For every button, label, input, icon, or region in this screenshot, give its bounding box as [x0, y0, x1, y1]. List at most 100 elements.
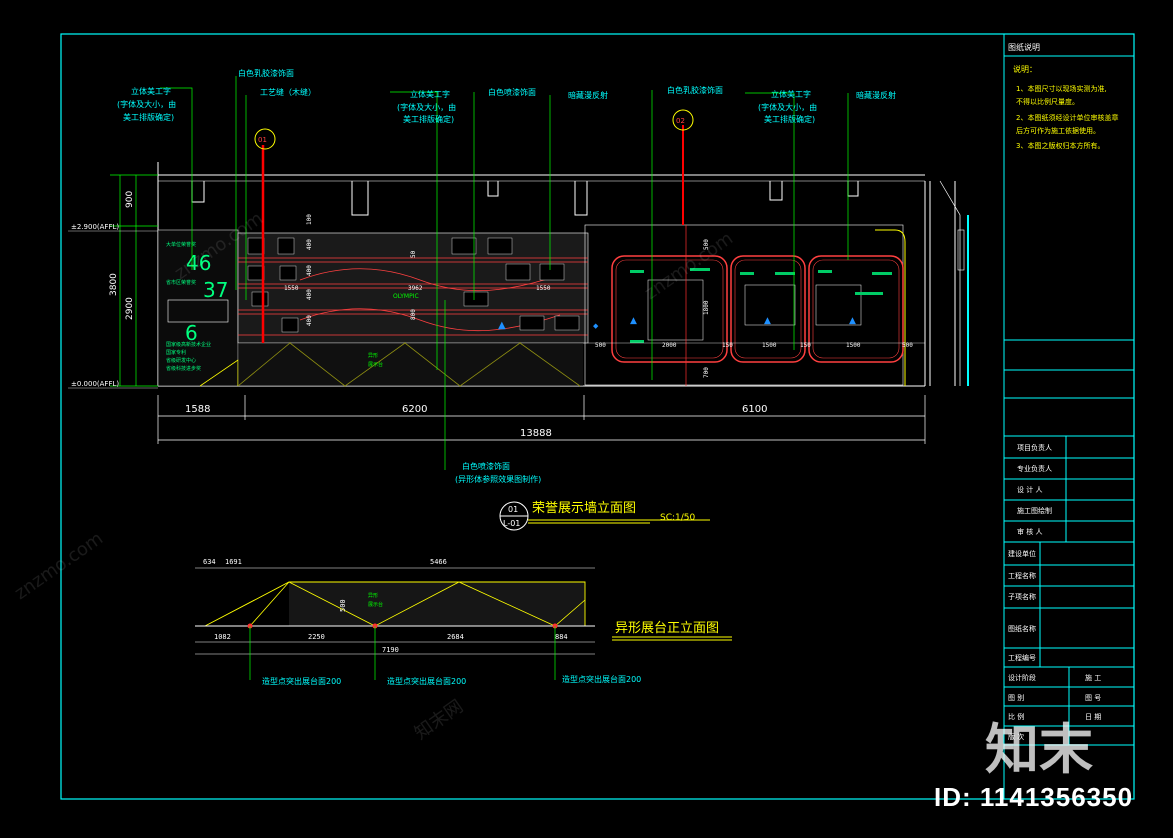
svg-text:znzmo.com: znzmo.com [641, 228, 737, 304]
anno-a4-1: 立体美工字 [410, 89, 450, 99]
left-panel-small: 大单位荣誉奖 省市区荣誉奖 国家级高新技术企业 国家专利 省级研发中心 省级科技… [166, 241, 211, 372]
anno-a9: 暗藏漫反射 [856, 90, 896, 100]
svg-text:2、本图纸须经设计单位审核盖章: 2、本图纸须经设计单位审核盖章 [1016, 113, 1118, 122]
svg-text:1500: 1500 [762, 342, 777, 349]
svg-text:工程编号: 工程编号 [1008, 653, 1036, 662]
anno-bottom-1: 白色喷漆饰面 [462, 461, 510, 471]
svg-text:400: 400 [306, 315, 313, 326]
tb-header: 图纸说明 [1008, 42, 1040, 52]
title-01: 01 L-01 荣誉展示墙立面图 SC:1/50 [499, 501, 710, 531]
svg-text:500: 500 [339, 599, 347, 612]
svg-text:省级科技进步奖: 省级科技进步奖 [166, 365, 201, 372]
svg-text:2000: 2000 [662, 342, 677, 349]
svg-text:建设单位: 建设单位 [1008, 549, 1036, 558]
display-panel-2 [730, 255, 806, 363]
outer-border [60, 33, 1135, 800]
anno-a4-3: 美工排版确定) [403, 114, 454, 124]
svg-text:1691: 1691 [225, 558, 242, 566]
anno-bottom-2: (异形体参照效果图制作) [455, 474, 541, 484]
svg-text:工程名称: 工程名称 [1008, 571, 1036, 580]
svg-text:500: 500 [595, 342, 606, 349]
title-01-name: 荣誉展示墙立面图 [532, 501, 636, 516]
dim-1588: 1588 [185, 404, 210, 415]
svg-text:设 计 人: 设 计 人 [1017, 485, 1042, 494]
svg-text:800: 800 [410, 309, 417, 320]
svg-text:审 核 人: 审 核 人 [1017, 527, 1042, 536]
anno-a8-1: 立体美工字 [771, 89, 811, 99]
svg-text:国家级高新技术企业: 国家级高新技术企业 [166, 341, 211, 348]
svg-text:▲: ▲ [764, 316, 771, 326]
svg-text:日 期: 日 期 [1085, 713, 1101, 721]
svg-text:知末网: 知末网 [411, 696, 467, 744]
svg-text:1082: 1082 [214, 633, 231, 641]
dim-6100: 6100 [742, 404, 767, 415]
svg-text:省市区荣誉奖: 省市区荣誉奖 [166, 279, 196, 286]
anno-a1-1: 立体美工字 [131, 86, 171, 96]
svg-text:400: 400 [306, 239, 313, 250]
svg-text:2250: 2250 [308, 633, 325, 641]
level-top: ±2.900(AFFL) [71, 223, 119, 231]
anno-a6: 暗藏漫反射 [568, 90, 608, 100]
svg-text:图 号: 图 号 [1085, 694, 1101, 702]
anno-a4-2: (字体及大小，由 [397, 102, 456, 112]
anno-a7: 白色乳胶漆饰面 [667, 85, 723, 95]
svg-text:02: 02 [676, 117, 685, 125]
dim-900: 900 [125, 191, 135, 208]
svg-text:100: 100 [306, 214, 313, 225]
anno-a8-2: (字体及大小，由 [758, 102, 817, 112]
elevation-drawing: 46 37 6 大单位荣誉奖 省市区荣誉奖 国家级高新技术企业 国家专利 省级研… [68, 68, 969, 484]
section-marker-1 [254, 128, 276, 150]
display-panel-3 [808, 255, 904, 363]
svg-text:150: 150 [800, 342, 811, 349]
svg-text:1550: 1550 [536, 285, 551, 292]
anno-a5: 白色喷漆饰面 [488, 87, 536, 97]
tb-notes-label: 说明： [1013, 64, 1037, 74]
svg-text:比 例: 比 例 [1008, 712, 1024, 721]
svg-text:展示台: 展示台 [368, 361, 383, 368]
section-marker-2 [672, 109, 694, 131]
anno-a1-3: 美工排版确定) [123, 112, 174, 122]
tb-rows: 建设单位 工程名称 子项名称 图纸名称 工程编号 [1008, 549, 1036, 662]
watermark-logo: 知末 [985, 718, 1093, 781]
svg-text:▲: ▲ [630, 316, 637, 326]
svg-text:OLYMPIC: OLYMPIC [393, 293, 419, 300]
svg-text:3962: 3962 [408, 285, 423, 292]
platform-note-3: 造型点突出展台面200 [562, 674, 641, 684]
platform-drawing: 异形 展示台 634 1691 5466 1082 2250 2684 884 … [195, 558, 641, 686]
svg-text:施工图绘制: 施工图绘制 [1017, 506, 1052, 515]
svg-text:图 别: 图 别 [1008, 693, 1024, 702]
svg-text:施 工: 施 工 [1085, 673, 1101, 682]
tb-notes: 1、本图尺寸以现场实测为准, 不得以比例尺量度。 2、本图纸须经设计单位审核盖章… [1016, 84, 1118, 150]
svg-text:大单位荣誉奖: 大单位荣誉奖 [166, 241, 196, 248]
svg-text:50: 50 [410, 250, 417, 258]
svg-text:1550: 1550 [284, 285, 299, 292]
svg-text:700: 700 [703, 367, 710, 378]
dim-6200: 6200 [402, 404, 427, 415]
anno-a8-3: 美工排版确定) [764, 114, 815, 124]
svg-text:01: 01 [508, 505, 518, 514]
platform-note-2: 造型点突出展台面200 [387, 676, 466, 686]
title-02-name: 异形展台正立面图 [615, 621, 719, 636]
svg-text:◆: ◆ [593, 322, 599, 330]
dim-13888: 13888 [520, 428, 552, 439]
svg-text:展示台: 展示台 [368, 601, 383, 608]
level-bottom: ±0.000(AFFL) [71, 380, 119, 388]
svg-text:子项名称: 子项名称 [1008, 592, 1036, 601]
dim-3800: 3800 [109, 273, 119, 296]
svg-text:省级研发中心: 省级研发中心 [166, 357, 196, 364]
svg-text:500: 500 [703, 239, 710, 250]
svg-text:634: 634 [203, 558, 216, 566]
svg-text:国家专利: 国家专利 [166, 349, 186, 356]
svg-text:1、本图尺寸以现场实测为准,: 1、本图尺寸以现场实测为准, [1016, 84, 1107, 93]
anno-a1-2: (字体及大小，由 [117, 99, 176, 109]
svg-text:150: 150 [722, 342, 733, 349]
svg-text:1800: 1800 [703, 300, 710, 315]
svg-text:884: 884 [555, 633, 568, 641]
svg-text:3、本图之版权归本方所有。: 3、本图之版权归本方所有。 [1016, 141, 1104, 150]
svg-text:版 次: 版 次 [1008, 732, 1024, 741]
anno-a3: 工艺缝（木缝） [260, 87, 316, 97]
svg-text:后方可作为施工依据使用。: 后方可作为施工依据使用。 [1016, 126, 1100, 135]
svg-text:1500: 1500 [846, 342, 861, 349]
svg-text:专业负责人: 专业负责人 [1017, 464, 1052, 473]
